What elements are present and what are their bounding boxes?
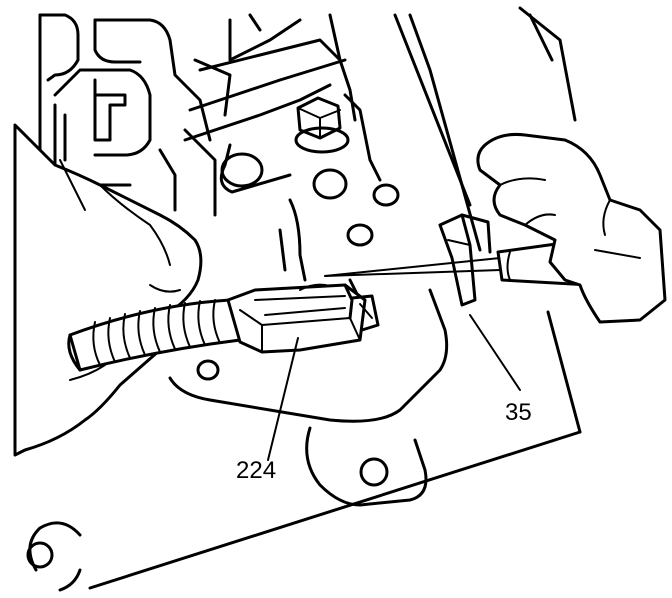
left-hand xyxy=(13,123,203,457)
retainer-clip xyxy=(438,213,492,307)
callout-35: 35 xyxy=(505,399,532,426)
bolt xyxy=(294,96,350,154)
case-holes xyxy=(196,152,400,381)
wiring-harness-conduit xyxy=(67,298,242,372)
connector-224 xyxy=(226,283,380,354)
leader-line-35 xyxy=(469,314,521,391)
leader-line-224 xyxy=(267,337,299,461)
transmission-case xyxy=(26,6,582,592)
valve-body-passages xyxy=(38,13,382,217)
right-hand xyxy=(476,133,667,324)
callout-224: 224 xyxy=(236,457,276,484)
